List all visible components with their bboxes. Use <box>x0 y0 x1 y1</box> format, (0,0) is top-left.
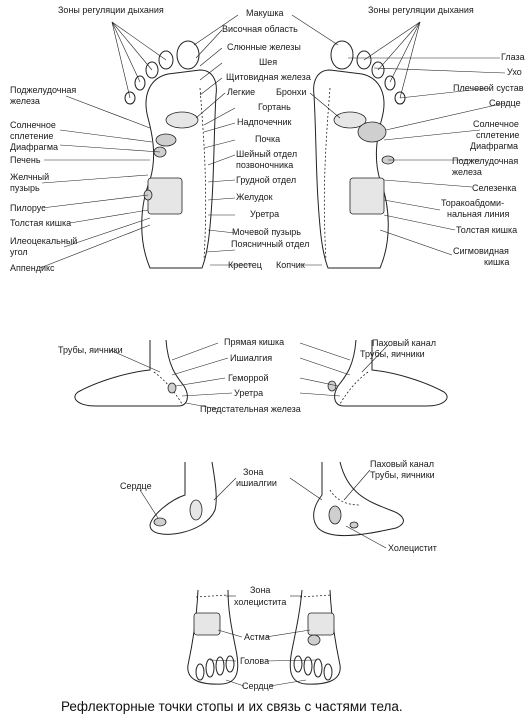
label-solar-right-b: сплетение <box>476 130 519 140</box>
label-cervical-b: позвоночника <box>236 160 293 170</box>
label-rectum: Прямая кишка <box>224 337 284 347</box>
label-asthma: Астма <box>244 632 270 642</box>
label-coccyx: Копчик <box>276 260 305 270</box>
label-ileocecal-a: Илеоцекальный <box>10 236 77 246</box>
label-solar-right-a: Солнечное <box>473 119 519 129</box>
label-cholecystitis-zone-b: холецистита <box>234 597 286 607</box>
label-sigmoid-a: Сигмовидная <box>453 246 509 256</box>
medial-leader-lines <box>109 342 389 410</box>
label-ileocecal-b: угол <box>10 247 28 257</box>
label-sigmoid-b: кишка <box>484 257 509 267</box>
label-spleen: Селезенка <box>472 183 516 193</box>
label-heart-right: Сердце <box>489 98 521 108</box>
label-respiratory-zones-left: Зоны регуляции дыхания <box>58 5 164 15</box>
label-bronchi: Бронхи <box>276 87 306 97</box>
right-sole <box>313 40 406 269</box>
label-hemorrhoid: Геморрой <box>228 373 269 383</box>
left-sole <box>124 40 217 269</box>
sole-leader-lines <box>39 14 506 269</box>
label-pancreas-right-b: железа <box>452 167 482 177</box>
label-stomach: Желудок <box>236 192 273 202</box>
label-respiratory-zones-right: Зоны регуляции дыхания <box>368 5 474 15</box>
label-tubes-ovaries-left: Трубы, яичники <box>58 345 123 355</box>
label-ear: Ухо <box>507 67 522 77</box>
label-inguinal-canal-1: Паховый канал <box>372 338 436 348</box>
label-prostate: Предстательная железа <box>200 404 301 414</box>
dorsal-view-feet <box>187 589 341 685</box>
label-adrenal: Надпочечник <box>237 117 292 127</box>
lateral-leader-lines <box>139 469 387 549</box>
label-urethra: Уретра <box>250 209 279 219</box>
label-ischialgia-zone-a: Зона <box>243 467 263 477</box>
label-shoulder: Плечевой сустав <box>453 83 524 93</box>
label-gallbladder-a: Желчный <box>10 172 49 182</box>
label-tubes-ovaries-right-2: Трубы, яичники <box>370 470 435 480</box>
label-larynx: Гортань <box>258 102 291 112</box>
sole-labels: Зоны регуляции дыхания Зоны регуляции ды… <box>10 5 525 273</box>
label-colon-left: Толстая кишка <box>10 218 71 228</box>
label-thoraco-b: нальная линия <box>447 209 510 219</box>
label-cholecystitis-zone-a: Зона <box>250 585 270 595</box>
label-cervical-a: Шейный отдел <box>236 149 297 159</box>
dorsal-leader-lines <box>209 595 317 687</box>
label-salivary: Слюнные железы <box>227 42 301 52</box>
label-bladder: Мочевой пузырь <box>232 227 301 237</box>
figure-caption: Рефлекторные точки стопы и их связь с ча… <box>61 699 403 714</box>
medial-labels: Трубы, яичники Прямая кишка Ишиалгия Гем… <box>58 337 436 414</box>
medial-view-feet <box>74 339 448 407</box>
label-pylorus: Пилорус <box>10 203 46 213</box>
label-sacrum: Крестец <box>228 260 262 270</box>
label-cholecystitis: Холецистит <box>388 543 437 553</box>
label-eyes: Глаза <box>501 52 525 62</box>
label-lungs: Легкие <box>227 87 255 97</box>
label-tubes-ovaries-right-1: Трубы, яичники <box>360 349 425 359</box>
label-head: Голова <box>240 656 269 666</box>
lateral-labels: Сердце Зона ишиалгии Паховый канал Трубы… <box>120 459 437 553</box>
label-temporal: Височная область <box>222 24 298 34</box>
label-neck: Шея <box>259 57 277 67</box>
label-pancreas-left-b: железа <box>10 96 40 106</box>
label-kidney: Почка <box>255 134 280 144</box>
lateral-view-feet <box>149 461 404 536</box>
label-diaphragm-right: Диафрагма <box>470 141 518 151</box>
label-ischialgia-zone-b: ишиалгии <box>236 478 277 488</box>
label-lumbar: Поясничный отдел <box>231 239 309 249</box>
label-thyroid: Щитовидная железа <box>226 72 311 82</box>
label-ischialgia: Ишиалгия <box>230 353 272 363</box>
label-colon-right: Толстая кишка <box>456 225 517 235</box>
label-solar-left-a: Солнечное <box>10 120 56 130</box>
label-thoracic: Грудной отдел <box>236 175 296 185</box>
label-diaphragm-left: Диафрагма <box>10 142 58 152</box>
label-pancreas-right-a: Поджелудочная <box>452 156 518 166</box>
label-liver: Печень <box>10 155 41 165</box>
label-appendix: Аппендикс <box>10 263 55 273</box>
label-heart-lateral: Сердце <box>120 481 152 491</box>
label-solar-left-b: сплетение <box>10 131 53 141</box>
label-inguinal-canal-2: Паховый канал <box>370 459 434 469</box>
label-pancreas-left-a: Поджелудочная <box>10 85 76 95</box>
label-gallbladder-b: пузырь <box>10 183 40 193</box>
label-urethra-medial: Уретра <box>234 388 263 398</box>
label-thoraco-a: Торакоабдоми- <box>441 198 504 208</box>
label-crown: Макушка <box>246 8 284 18</box>
label-heart-dorsal: Сердце <box>242 681 274 691</box>
dorsal-labels: Зона холецистита Астма Голова Сердце <box>234 585 286 691</box>
